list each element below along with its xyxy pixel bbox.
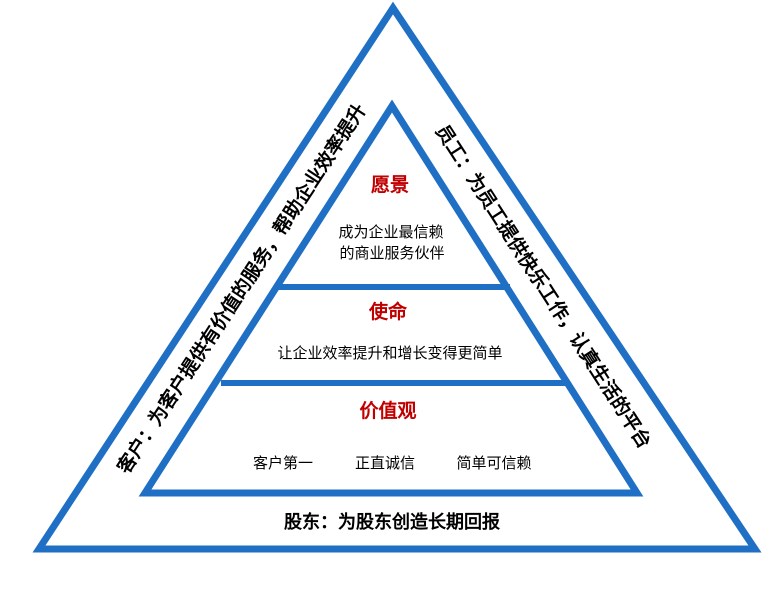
mission-text: 让企业效率提升和增长变得更简单 [277, 344, 502, 362]
vision-line-1: 成为企业最信赖 [338, 223, 443, 241]
mission-title: 使命 [368, 300, 408, 323]
inner-triangle [138, 99, 644, 497]
value-item-customer-first: 客户第一 [253, 454, 313, 472]
vision-title: 愿景 [371, 174, 409, 196]
vision-line-2: 的商业服务伙伴 [339, 245, 444, 262]
value-item-simple-reliable: 简单可信赖 [456, 455, 531, 472]
bottom-text: 股东：为股东创造长期回报 [283, 511, 500, 532]
value-item-integrity: 正直诚信 [355, 455, 415, 472]
values-title: 价值观 [359, 399, 416, 422]
